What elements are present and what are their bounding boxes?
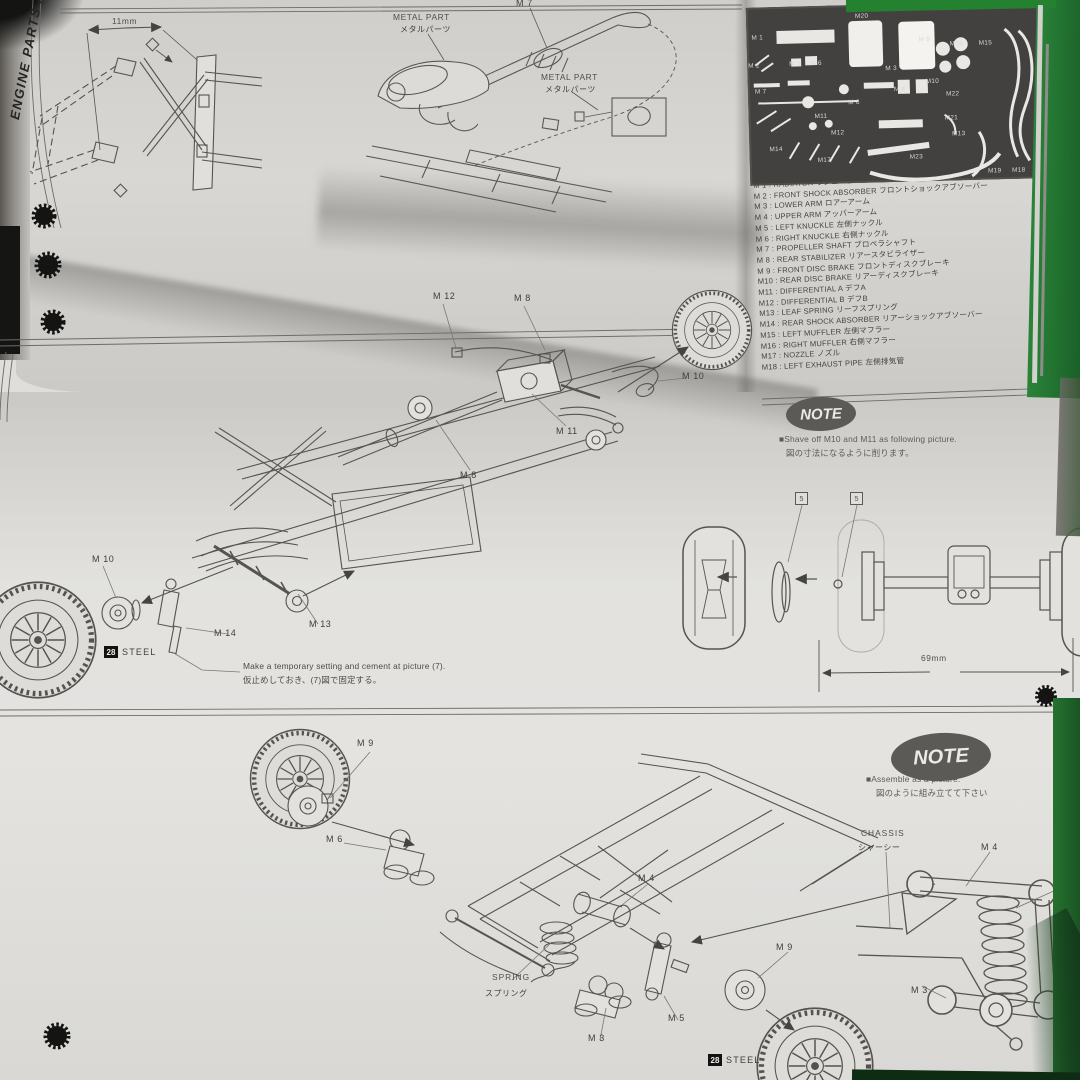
metal-parts-photo <box>753 20 1034 182</box>
spring-label-en: SPRING <box>492 972 531 982</box>
spring-label-jp: スプリング <box>485 989 528 998</box>
note-text-en: ■Assemble as a picture. <box>866 774 961 784</box>
part-callout: M 7 <box>516 0 533 8</box>
part-label: M23 <box>909 153 924 161</box>
part-callout: M 4 <box>981 842 998 852</box>
part-label: M 2 <box>748 62 760 70</box>
chassis-label-en: CHASSIS <box>861 828 905 838</box>
part-callout: M 9 <box>357 738 374 748</box>
axle-alignment-diagram <box>682 504 1080 692</box>
part-label: M 4 <box>893 85 906 93</box>
temporary-setting-note-en: Make a temporary setting and cement at p… <box>243 661 446 671</box>
part-label: M15 <box>978 39 993 47</box>
photo-corner-shadow <box>0 0 84 50</box>
metal-part-label-jp: メタルパーツ <box>545 85 596 94</box>
metal-part-label-en: METAL PART <box>541 72 598 82</box>
note-text-jp: 図のように組み立てて下さい <box>876 788 988 798</box>
chassis-label-jp: シャーシー <box>858 843 901 852</box>
part-callout: M 10 <box>682 371 705 381</box>
part-label: M 5 <box>789 60 801 68</box>
steel-badge: 28 <box>708 1054 722 1066</box>
part-label: M 7 <box>754 88 767 96</box>
part-callout: M 6 <box>326 834 343 844</box>
bag-number-badge: 5 <box>850 492 863 505</box>
dimension-label: 69mm <box>921 653 947 663</box>
part-callout: M 13 <box>309 619 332 629</box>
part-label: M 1 <box>751 34 764 42</box>
diamond-marker-icon <box>145 37 160 52</box>
part-callout: M 11 <box>556 426 578 436</box>
part-label: M20 <box>854 12 869 20</box>
part-label: M 3 <box>885 64 898 73</box>
engine-parts-diagram <box>365 7 677 213</box>
metal-part-label-en: METAL PART <box>393 12 450 22</box>
gear-mark-icons <box>31 203 1057 1050</box>
part-callout: M 14 <box>214 628 237 638</box>
steel-badge: 28 <box>104 646 118 658</box>
dimension-label: 11mm <box>112 16 138 26</box>
metal-part-label-jp: メタルパーツ <box>400 25 451 34</box>
part-callout: M 8 <box>514 293 531 303</box>
part-label: M 8 <box>848 98 860 107</box>
note-text-jp: 図の寸法になるように削ります。 <box>786 448 914 458</box>
bag-number-badge: 5 <box>795 492 808 505</box>
part-callout: M 5 <box>668 1013 685 1023</box>
metal-parts-photo-box: M20 M 1 M 9 M16 M15 M 2 M 5 M 6 M 3 M 4 … <box>745 0 1043 186</box>
part-callout: M 3 <box>911 985 928 995</box>
part-label: M17 <box>817 156 832 165</box>
part-label: M11 <box>814 112 828 121</box>
part-label: M21 <box>944 114 959 122</box>
temporary-setting-note-jp: 仮止めしておき、(7)図で固定する。 <box>243 675 382 685</box>
diamond-marker-icon <box>113 183 128 198</box>
steel-badge-label: STEEL <box>726 1055 761 1065</box>
part-label: M 9 <box>918 36 931 44</box>
page-edge-black-band <box>0 226 20 354</box>
note-text-en: ■Shave off M10 and M11 as following pict… <box>779 434 957 444</box>
part-label: M13 <box>952 130 966 138</box>
steel-badge-label: STEEL <box>122 647 157 657</box>
metal-parts-list: M 1 : RADIATOR ラジエーター M 2 : FRONT SHOCK … <box>753 167 1062 374</box>
rear-suspension-diagram <box>0 288 754 697</box>
part-label: M22 <box>945 90 960 98</box>
part-callout: M 12 <box>433 291 456 301</box>
part-callout: M 9 <box>776 942 793 952</box>
part-label: M10 <box>925 77 940 86</box>
part-label: M14 <box>769 145 783 154</box>
part-callout: M 8 <box>460 470 477 480</box>
part-label: M16 <box>949 40 964 48</box>
part-label: M12 <box>830 129 845 137</box>
part-callout: M 3 <box>588 1033 605 1043</box>
frame-dimension-diagram <box>29 22 263 198</box>
page-curve-shadow <box>0 392 1080 582</box>
front-suspension-diagram <box>251 730 936 1080</box>
page-stack-edge <box>1055 377 1080 537</box>
part-callout: M 4 <box>638 873 655 883</box>
part-label: M 6 <box>810 59 822 68</box>
part-callout: M 10 <box>92 554 115 564</box>
